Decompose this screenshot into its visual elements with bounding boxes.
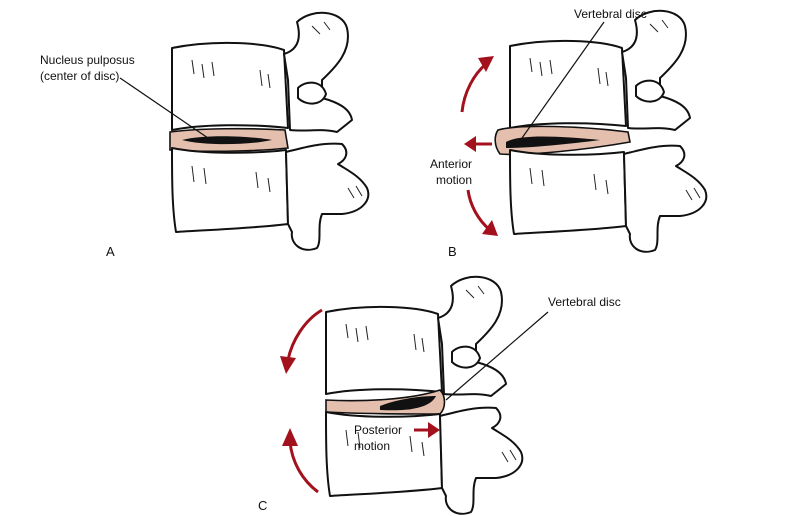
arrow-b-up bbox=[460, 62, 487, 113]
arrow-c-right-head bbox=[428, 422, 440, 438]
panel-a: Nucleus pulposus (center of disc) A bbox=[40, 11, 370, 259]
panel-c-letter: C bbox=[258, 498, 267, 513]
panel-b: Vertebral disc Anterior motion B bbox=[430, 7, 708, 259]
motion-label-c-line1: Posterior bbox=[354, 423, 402, 437]
nucleus-a bbox=[182, 136, 272, 145]
lower-vertebra-b bbox=[509, 144, 708, 253]
nucleus-label-a-line1: Nucleus pulposus bbox=[40, 53, 135, 67]
arrow-b-down-head bbox=[482, 220, 498, 236]
lower-vertebra-a bbox=[171, 142, 370, 251]
arrow-b-up-head bbox=[478, 56, 494, 72]
nucleus-c bbox=[380, 396, 436, 411]
upper-vertebra-c bbox=[325, 275, 507, 397]
disc-leader-b bbox=[521, 21, 605, 139]
arrow-c-down bbox=[288, 441, 319, 494]
arrow-b-left-head bbox=[464, 136, 476, 152]
motion-label-b-line2: motion bbox=[436, 173, 472, 187]
arrow-c-down-head bbox=[282, 428, 298, 446]
disc-label-c: Vertebral disc bbox=[548, 295, 621, 309]
nucleus-label-a-line2: (center of disc) bbox=[40, 69, 119, 83]
arrow-b-down bbox=[466, 189, 491, 232]
motion-label-c-line2: motion bbox=[354, 439, 390, 453]
nucleus-b bbox=[506, 136, 600, 148]
arrow-c-up bbox=[286, 308, 323, 361]
upper-vertebra-a bbox=[171, 11, 353, 133]
panel-c: Vertebral disc Posterior motion C bbox=[258, 275, 621, 515]
arrow-c-up-head bbox=[280, 356, 296, 374]
disc-leader-c bbox=[445, 311, 549, 401]
motion-label-b-line1: Anterior bbox=[430, 157, 472, 171]
panel-a-letter: A bbox=[106, 244, 115, 259]
disc-label-b: Vertebral disc bbox=[574, 7, 647, 21]
nucleus-leader-a bbox=[119, 77, 209, 139]
panel-b-letter: B bbox=[448, 244, 457, 259]
